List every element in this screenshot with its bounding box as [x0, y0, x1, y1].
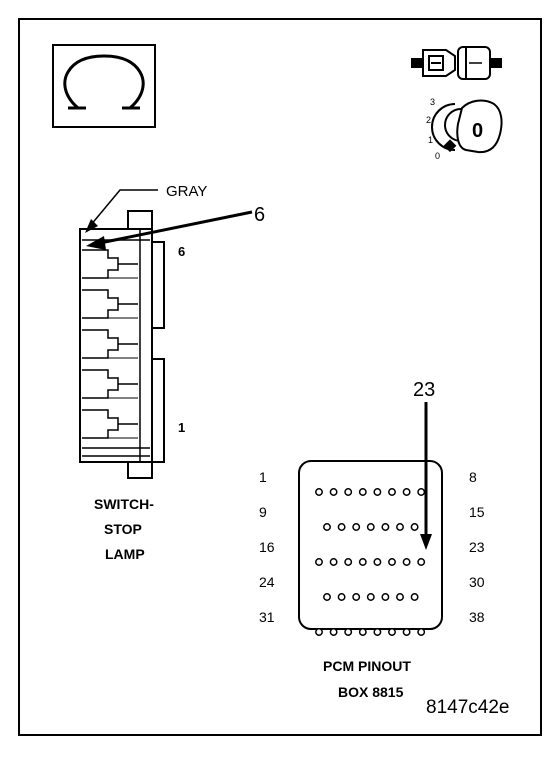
pcm-right-label: 38 [469, 609, 485, 625]
key-position-2: 2 [426, 115, 432, 125]
pcm-title-line2: BOX 8815 [338, 684, 404, 700]
ohm-icon [52, 44, 156, 128]
pcm-right-label: 8 [469, 469, 477, 485]
key-position-3: 3 [430, 97, 436, 107]
switch-title-line2: STOP [104, 521, 142, 537]
pcm-title-line1: PCM PINOUT [323, 658, 411, 674]
pcm-connector [298, 460, 443, 630]
key-position-1: 1 [428, 135, 434, 145]
pcm-pin [417, 558, 426, 566]
switch-title-line3: LAMP [105, 546, 145, 562]
pcm-pin [323, 593, 331, 601]
pcm-pin [373, 488, 382, 496]
pcm-pin [337, 593, 346, 601]
gray-leader-line [89, 189, 158, 227]
key-position-0: 0 [435, 151, 441, 161]
pcm-pin [366, 523, 375, 531]
ignition-key-icon [431, 99, 503, 154]
pin23-arrowhead [420, 534, 432, 550]
pcm-pin [344, 558, 353, 566]
pcm-pin [323, 523, 331, 531]
pin6-callout-number: 6 [254, 204, 266, 226]
pcm-pin [358, 628, 367, 636]
pcm-pin [344, 488, 353, 496]
pcm-pin [417, 628, 426, 636]
pcm-pin [358, 558, 367, 566]
pcm-pin [381, 593, 390, 601]
pcm-left-label: 1 [259, 469, 267, 485]
pin1-label: 1 [178, 420, 186, 435]
pcm-pin [402, 558, 411, 566]
pcm-pin [388, 628, 396, 636]
pcm-pin [329, 558, 338, 566]
pcm-callout-number: 23 [413, 379, 436, 401]
pcm-left-label: 24 [259, 574, 275, 590]
frame-border [18, 18, 542, 736]
pcm-pin [381, 523, 390, 531]
pcm-pin-grid [315, 488, 426, 636]
pcm-pin [352, 523, 361, 531]
switch-connector [79, 210, 165, 479]
switch-terminals [82, 249, 150, 457]
pcm-pin [396, 593, 404, 601]
pcm-pin [344, 628, 353, 636]
pcm-pin [402, 488, 411, 496]
pcm-right-label: 30 [469, 574, 485, 590]
pcm-pin [315, 558, 323, 566]
pcm-pin [388, 558, 396, 566]
pcm-pin [388, 488, 396, 496]
pcm-pin [352, 593, 361, 601]
pcm-pin [417, 488, 426, 496]
pcm-pin [373, 628, 382, 636]
pcm-pin [337, 523, 346, 531]
pcm-pin [373, 558, 382, 566]
pcm-right-label: 15 [469, 504, 485, 520]
pcm-left-label: 16 [259, 539, 275, 555]
pcm-pin [329, 488, 338, 496]
pcm-left-label: 31 [259, 609, 275, 625]
pin6-label: 6 [178, 244, 186, 259]
pcm-left-label: 9 [259, 504, 267, 520]
switch-title-line1: SWITCH- [94, 496, 154, 512]
pcm-pin [410, 593, 419, 601]
pcm-pin [402, 628, 411, 636]
pcm-pin [315, 628, 323, 636]
gray-wire-label: GRAY [166, 183, 208, 200]
connector-icon [411, 46, 502, 80]
gray-leader-arrowhead [85, 219, 98, 233]
pcm-pin [366, 593, 375, 601]
pcm-pin [329, 628, 338, 636]
pin6-arrowhead [86, 236, 106, 250]
pcm-pin [396, 523, 404, 531]
key-letter: 0 [472, 120, 484, 142]
pcm-pin [315, 488, 323, 496]
pcm-pin [358, 488, 367, 496]
callout-arrow-icon [99, 210, 253, 245]
figure-id: 8147c42e [426, 697, 510, 718]
pcm-right-label: 23 [469, 539, 485, 555]
pcm-pin [410, 523, 419, 531]
